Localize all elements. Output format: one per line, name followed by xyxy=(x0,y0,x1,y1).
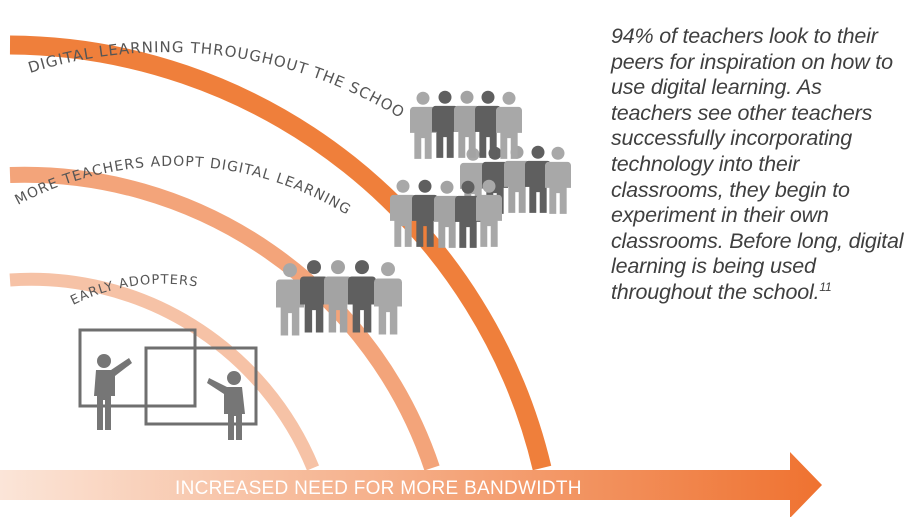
whiteboard-right xyxy=(144,346,258,426)
footnote-ref: 11 xyxy=(819,279,832,294)
presenter-left xyxy=(94,354,132,430)
bandwidth-arrow: INCREASED NEED FOR MORE BANDWIDTH xyxy=(0,452,822,517)
whiteboard-left xyxy=(78,328,197,408)
arrow-label: INCREASED NEED FOR MORE BANDWIDTH xyxy=(175,478,582,499)
teacher-at-whiteboard-icon xyxy=(78,328,258,440)
rings xyxy=(9,35,552,471)
middle-ring xyxy=(9,166,440,471)
group-small xyxy=(276,260,402,336)
group-top xyxy=(410,90,522,159)
people-group-icon xyxy=(276,90,571,336)
presenter-right xyxy=(207,371,245,440)
outer-ring xyxy=(9,35,552,471)
ring-label-outer: DIGITAL LEARNING THROUGHOUT THE SCHOOL xyxy=(0,0,408,122)
quote-body: 94% of teachers look to their peers for … xyxy=(611,24,904,304)
inner-ring xyxy=(9,272,320,471)
group-middle-front xyxy=(390,179,502,248)
quote-text: 94% of teachers look to their peers for … xyxy=(611,24,907,306)
